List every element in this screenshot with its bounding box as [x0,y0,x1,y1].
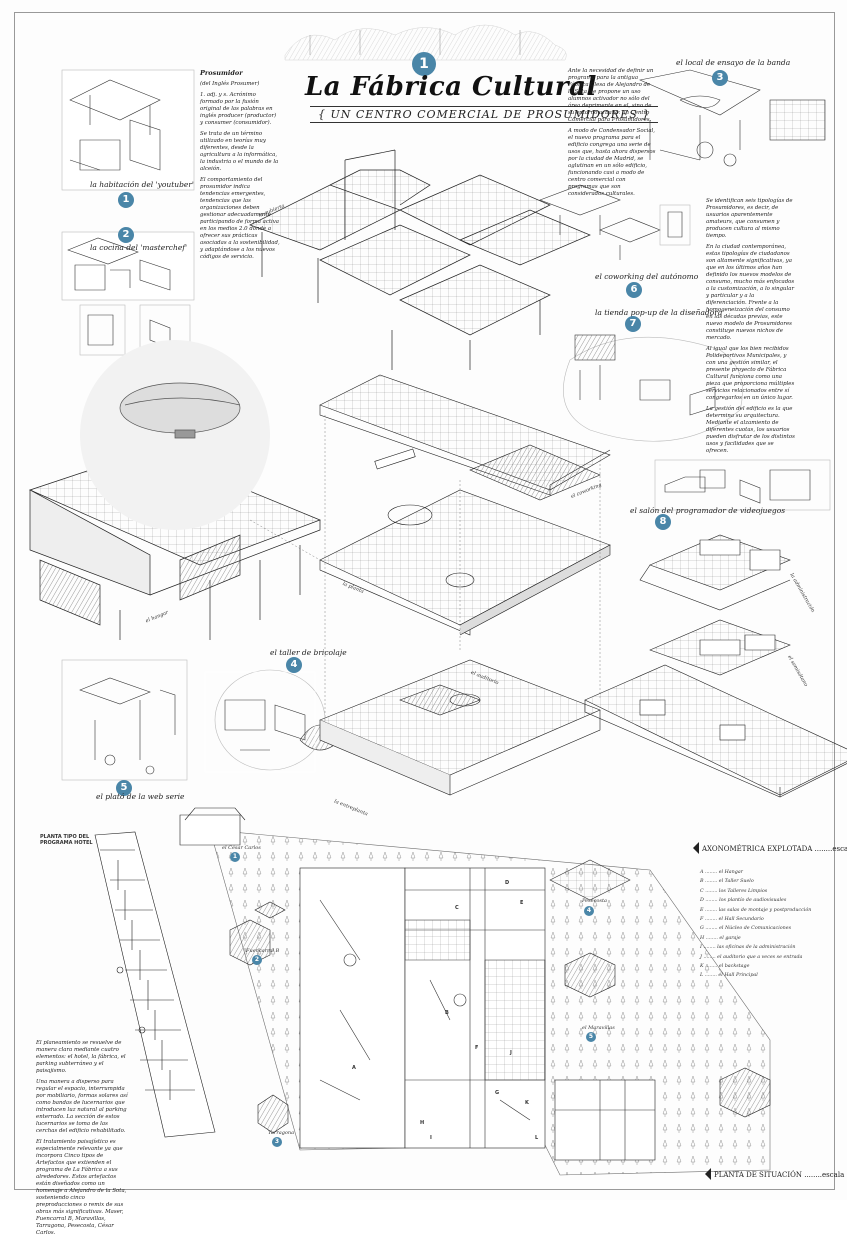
room-sketch-youtuber [61,69,195,191]
plan-letter-b: B [445,1010,449,1016]
artifact-label-cesar-carlos: el César Carlos [222,845,261,851]
auditorium-axonometric [319,659,601,796]
plan-letter-k: K [525,1100,529,1106]
mid-paragraph-4: La gestión del edificio es la que determ… [706,406,795,454]
artifact-badge-4: 4 [584,906,594,916]
hotel-plan [94,831,216,1138]
artifact-badge-2: 2 [252,955,262,965]
artifact-label-maravillas: el Maravillas [582,1025,615,1031]
space-badge-7: 7 [625,316,641,332]
space-badge-4: 4 [286,657,302,673]
space-label-coworking: el coworking del autónomo [595,272,699,281]
mid-paragraph-2: En la ciudad contemporánea, estas tipolo… [706,244,795,341]
legend-item: J ........ el auditorio que a veces se e… [700,954,803,960]
plan-letter-h: H [420,1120,425,1126]
intro-text: Prosumidor (del Inglés Prosumer) 1. adj.… [200,70,280,265]
space-badge-1: 1 [118,192,134,208]
plan-letter-l: L [535,1135,539,1141]
axonometric-caption: AXONOMÉTRICA EXPLOTADA ........escala 1/… [702,845,847,853]
intro-paragraph-2: Se trata de un término utilizado en teor… [200,131,279,172]
artifact-badge-3: 3 [272,1137,282,1147]
space-badge-6: 6 [626,282,642,298]
plan-letter-i: I [430,1135,432,1141]
artifact-label-fuencarral: Fuencarral B [246,948,280,954]
page-subtitle: { UN CENTRO COMERCIAL DE PROSUMIDORES } [310,106,659,123]
band-room-sketch [639,69,826,167]
space-label-band: el local de ensayo de la banda [676,58,791,67]
legend-item: E ........ las salas de montaje y postpr… [700,907,812,913]
hotel-plan-label: PLANTA TIPO DEL PROGRAMA HOTEL [40,834,93,846]
bottom-paragraph-3: El tratamiento paisajístico es especialm… [36,1139,127,1236]
legend-item: G ........ el Núcleo de Comunicaciones [700,926,792,932]
mid-paragraph-1: Se identifican seis tipologías de Prosum… [706,198,793,239]
bottom-paragraph-2: Una manera a disperso para regular el es… [36,1079,128,1134]
filmset-sketch [61,659,188,781]
right-text: Ante la necesidad de definir un programa… [568,68,656,202]
artifact-badge-5: 5 [586,1032,596,1042]
header-number-badge: 1 [412,52,436,76]
legend-item: B ........ el Taller Suelo [700,879,754,885]
plan-letter-c: C [455,905,459,911]
right-paragraph-1: Ante la necesidad de definir un programa… [568,68,654,123]
site-plan [209,829,771,1176]
plan-letter-g: G [495,1090,500,1096]
artifact-badge-1: 1 [230,852,240,862]
coworking-sketch [539,184,691,260]
intro-origin: (del Inglés Prosumer) [200,81,260,87]
space-badge-5: 5 [116,780,132,796]
intro-paragraph-1: 1. adj. y s. Acrónimo formado por la fus… [200,92,277,126]
mid-text: Se identifican seis tipologías de Prosum… [706,198,796,459]
artifacts [179,807,771,1134]
top-trees [284,24,567,61]
bottom-paragraph-1: El planeamiento se resuelve de manera cl… [36,1040,126,1074]
poster: 1 La Fábrica Cultural { UN CENTRO COMERC… [14,12,847,1236]
space-label-popup: la tienda pop-up de la diseñadora [595,308,723,317]
site-plan-caption: PLANTA DE SITUACIÓN ........escala 1/350 [714,1171,847,1179]
legend-item: F ........ el Hall Secundario [700,917,764,923]
basement-axonometric [584,664,847,798]
space-label-filmset: el plató de la web serie [96,792,185,801]
space-label-youtuber: la habitación del 'youtuber' [90,180,194,189]
videogame-room-sketch [654,459,831,511]
bottom-text: El planeamiento se resuelve de manera cl… [36,1040,130,1241]
north-arrows [693,842,711,1180]
intro-paragraph-3: El comportamiento del prosumidor indica … [200,177,280,260]
room-sketch-kitchen [61,231,195,356]
artifact-label-tarragona: Tarragona [268,1130,295,1136]
space-label-videogame: el salón del programador de videojuegos [630,506,786,515]
mid-paragraph-3: Al igual que los bien recibidos Polidepo… [706,346,795,401]
legend-item: K ........ el backstage [700,964,750,970]
legend-item: D ........ los plantío de audiovisuales [700,898,787,904]
plan-legend: A ........ el Hangar B ........ el Talle… [700,868,811,981]
space-badge-2: 2 [118,227,134,243]
space-label-kitchen: la cocina del 'masterchef' [90,243,188,252]
right-paragraph-2: A modo de Condensador Social, el nuevo p… [568,128,656,197]
intro-heading: Prosumidor [200,69,243,77]
space-label-workshop: el taller de bricolaje [270,648,347,657]
plan-letter-e: E [520,900,524,906]
poster-frame [14,12,835,1190]
roof-axonometric [249,149,591,370]
main-floor-axonometric [319,448,611,636]
architectural-drawings [29,24,847,1180]
page-title: La Fábrica Cultural [305,72,597,102]
exploded-guides [249,415,601,720]
artifact-label-pesecosta: Pesecosta [582,898,607,904]
coworking-axonometric [319,374,611,501]
workshop-left-sketch [204,671,316,773]
plan-letter-a: A [352,1065,356,1071]
plan-letter-j: J [510,1050,512,1056]
popup-store-sketch [563,334,743,442]
legend-item: A ........ el Hangar [700,870,743,875]
plan-letter-f: F [475,1045,479,1051]
legend-item: L ........ el Hall Principal [700,973,758,979]
legend-item: I ........ las oficinas de la administra… [700,945,796,951]
administration-axonometric [639,534,791,676]
blimp [80,340,270,530]
legend-item: C ........ los Talleres Limpios [700,888,768,894]
legend-item: H ........ el garaje [700,935,741,941]
space-badge-3: 3 [712,70,728,86]
plan-letter-d: D [505,880,510,886]
space-badge-8: 8 [655,514,671,530]
